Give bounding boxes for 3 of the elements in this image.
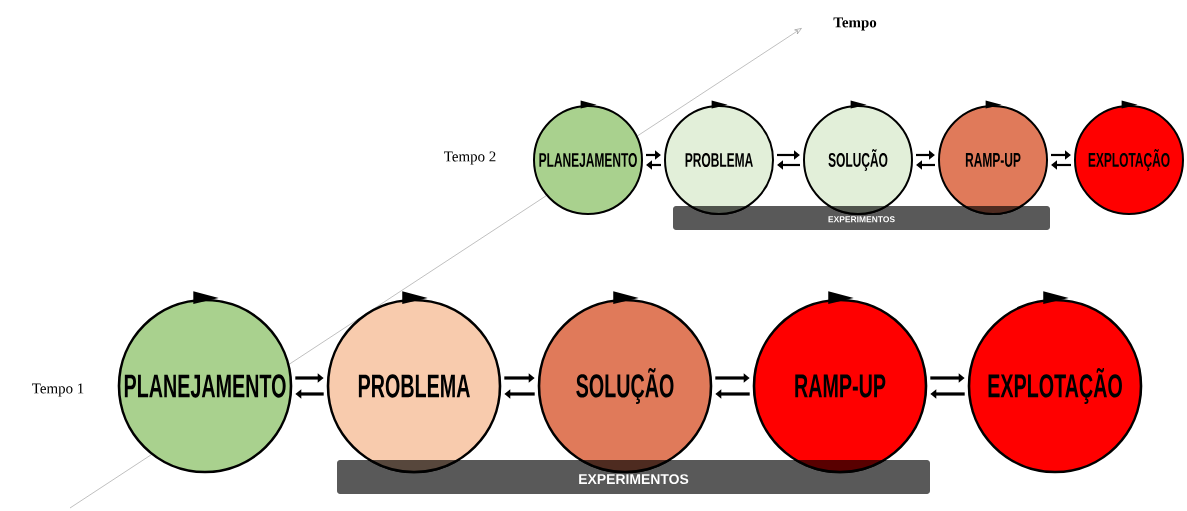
axis-label: Tempo 1 (32, 383, 84, 397)
axis-label: Tempo (833, 17, 877, 31)
axis-label: Tempo 2 (444, 151, 496, 165)
